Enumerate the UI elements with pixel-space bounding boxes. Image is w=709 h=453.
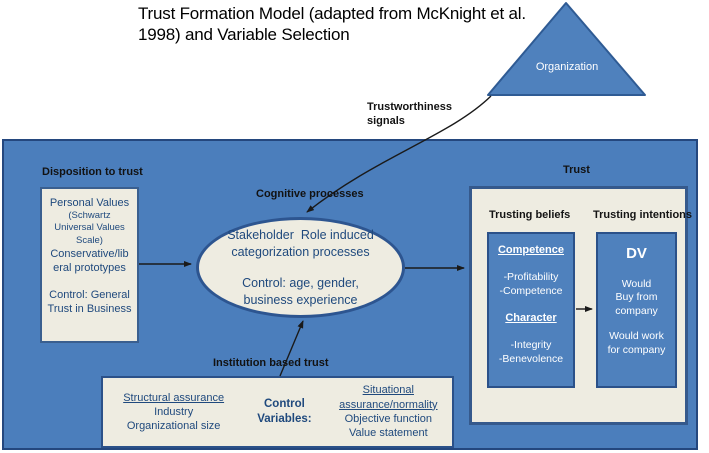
beliefs-item: -Integrity bbox=[510, 338, 552, 351]
beliefs-item: -Benevolence bbox=[498, 352, 564, 365]
ellipse-line: Control: age, gender, bbox=[242, 276, 359, 290]
diagram-title: Trust Formation Model (adapted from McKn… bbox=[138, 4, 526, 44]
situational-heading: assurance/normality bbox=[339, 398, 438, 411]
personal-values-line: Control: General bbox=[49, 289, 130, 302]
character-heading: Character bbox=[505, 311, 557, 324]
dv-line: Buy from bbox=[615, 291, 658, 304]
situational-item: Value statement bbox=[348, 427, 428, 440]
situational-assurance-column: Situational assurance/normality Objectiv… bbox=[331, 383, 446, 440]
personal-values-box: Personal Values (Schwartz Universal Valu… bbox=[40, 187, 139, 343]
structural-assurance-heading: Structural assurance bbox=[123, 391, 225, 404]
ellipse-line: business experience bbox=[243, 292, 358, 307]
structural-item: Industry bbox=[154, 405, 194, 418]
structural-assurance-column: Structural assurance Industry Organizati… bbox=[109, 391, 238, 434]
dv-line: Would work bbox=[609, 330, 664, 343]
personal-values-line: Scale) bbox=[76, 234, 103, 246]
structural-item: Organizational size bbox=[126, 420, 221, 433]
personal-values-line: eral prototypes bbox=[53, 262, 126, 275]
label-trusting-intentions: Trusting intentions bbox=[593, 209, 692, 221]
personal-values-line: Conservative/lib bbox=[50, 248, 129, 261]
organization-label: Organization bbox=[535, 61, 599, 73]
ellipse-line: categorization processes bbox=[231, 244, 370, 259]
categorization-ellipse: Stakeholder Role induced categorization … bbox=[196, 217, 405, 318]
personal-values-line: (Schwartz bbox=[68, 210, 111, 222]
personal-values-line: Trust in Business bbox=[47, 303, 132, 316]
label-disposition-to-trust: Disposition to trust bbox=[42, 166, 143, 178]
situational-item: Objective function bbox=[344, 413, 433, 425]
competence-heading: Competence bbox=[497, 244, 565, 256]
ellipse-line: Stakeholder Role induced bbox=[227, 228, 374, 242]
beliefs-item: -Profitability bbox=[503, 271, 559, 284]
control-variables-label: Control Variables: bbox=[257, 398, 312, 425]
label-institution-based-trust: Institution based trust bbox=[213, 357, 329, 369]
control-variables-box: Structural assurance Industry Organizati… bbox=[101, 376, 454, 448]
label-trusting-beliefs: Trusting beliefs bbox=[489, 209, 571, 221]
dv-line: Would bbox=[621, 277, 652, 290]
situational-heading: Situational bbox=[362, 384, 414, 397]
label-trustworthiness-signals: Trustworthiness signals bbox=[367, 101, 452, 127]
trusting-intentions-box: DV Would Buy from company Would work for… bbox=[596, 232, 677, 388]
personal-values-line: Universal Values bbox=[54, 222, 125, 234]
beliefs-item: -Competence bbox=[499, 284, 563, 297]
label-cognitive-processes: Cognitive processes bbox=[256, 188, 364, 200]
dv-line: company bbox=[615, 304, 658, 317]
dv-line: for company bbox=[607, 344, 666, 357]
dv-heading: DV bbox=[626, 245, 647, 262]
label-trust: Trust bbox=[563, 164, 590, 176]
personal-values-line: Personal Values bbox=[49, 197, 130, 209]
trusting-beliefs-box: Competence -Profitability -Competence Ch… bbox=[487, 232, 575, 388]
